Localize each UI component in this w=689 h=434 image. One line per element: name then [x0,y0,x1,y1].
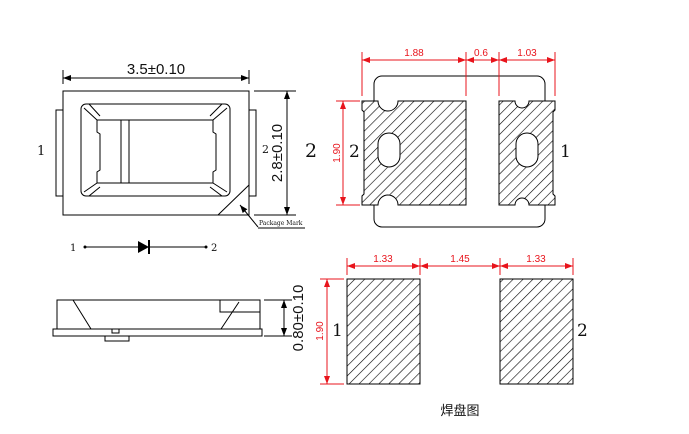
thickness-dim-label: 0.80±0.10 [290,285,307,352]
pad-hole [377,132,401,168]
package-mark-arrow [239,204,259,228]
cathode-band [120,120,130,183]
pin-label: 2 [577,321,588,341]
diode-symbol: 1 2 [70,240,217,254]
left-terminal [55,109,64,197]
diode-triangle-icon [138,241,149,253]
pad-hole [515,132,539,168]
diode-pin1: 1 [70,243,76,254]
dim-label: 1.33 [373,254,393,265]
lens [96,119,217,184]
pin-label: 1 [560,142,571,162]
pad-layout-bottom: 1.33 1.45 1.33 1.90 1 2 焊盘图 [315,254,588,419]
side-notch [104,329,130,342]
diode-pin2: 2 [211,243,217,254]
package-body [62,90,250,216]
pin-label: 1 [332,321,343,341]
side-view: 0.80±0.10 [52,285,307,352]
cavity [80,103,231,197]
dim-label: 1.03 [517,48,537,59]
package-mark-label: Package Mark [259,220,303,227]
cavity-corners [83,103,228,197]
side-base [52,328,263,337]
pin-small-label: 2 [262,143,269,156]
top-view: Package Mark 3.5±0.10 2.8±0.10 2 1 2 [37,61,317,229]
pin-label: 2 [349,142,360,162]
terminal-dot [83,245,87,249]
anode-pad [361,100,467,206]
right-terminal [248,109,257,197]
dim-label: 0.6 [474,48,488,59]
pin1-label: 1 [37,144,45,159]
dim-label: 1.90 [315,321,326,341]
dim-label: 1.90 [332,143,343,163]
ext-lines [361,52,556,96]
pin2-label: 2 [305,140,317,162]
terminal-dot [204,245,208,249]
dim-label: 1.45 [450,254,470,265]
pad-diagram-caption: 焊盘图 [440,403,479,419]
dim-label: 1.88 [404,48,424,59]
pad-1 [346,278,421,385]
height-dim-label: 2.8±0.10 [269,124,286,182]
side-details [72,299,260,330]
pad-2 [499,278,574,385]
package-mark-chamfer [217,184,250,216]
pad-layout-top: 1.88 0.6 1.03 1.90 2 1 [332,48,571,228]
dim-label: 1.33 [526,254,546,265]
width-dim-label: 3.5±0.10 [127,61,185,78]
side-body [56,299,261,330]
